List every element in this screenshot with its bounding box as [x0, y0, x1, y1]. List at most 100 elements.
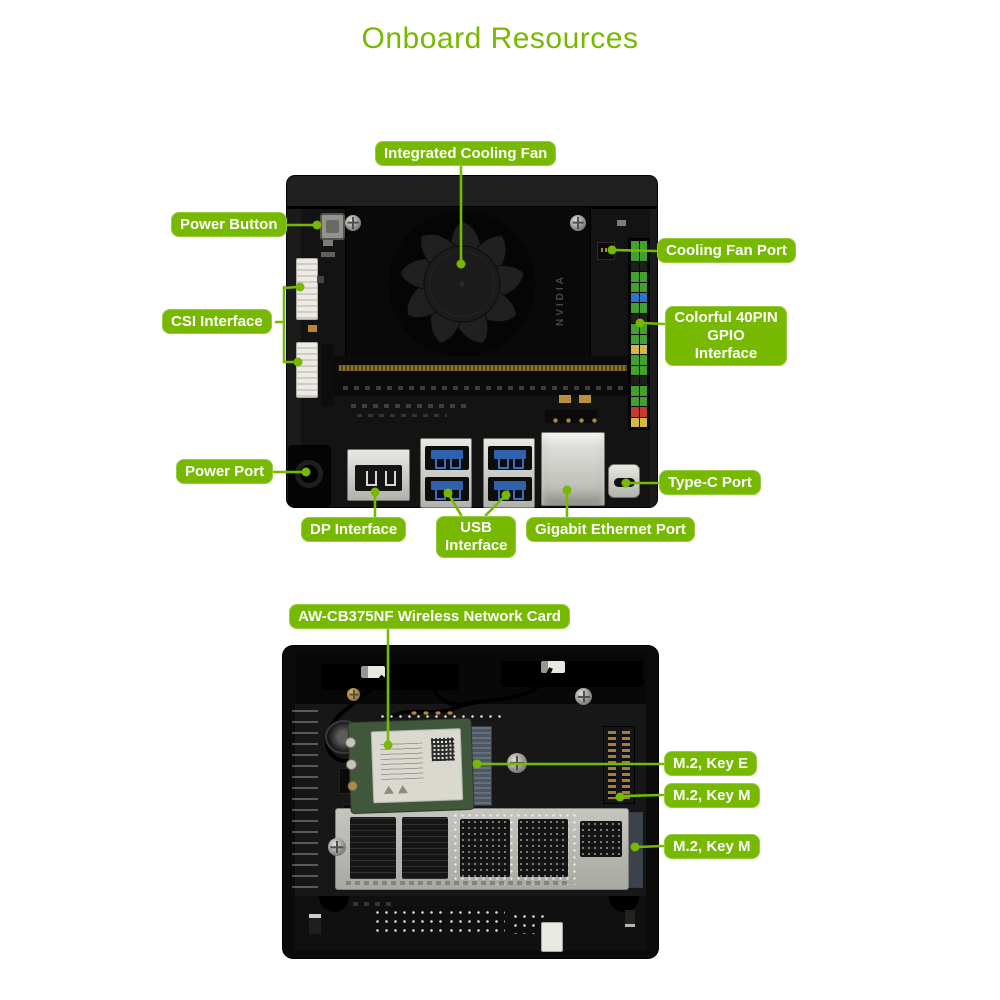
- sodimm-socket: [321, 344, 645, 406]
- label-text-lines: [380, 742, 424, 785]
- gpio-pin: [631, 334, 639, 344]
- bay-slot: [321, 664, 459, 690]
- gpio-pin: [631, 365, 639, 376]
- gpio-pin: [639, 396, 647, 407]
- caps-row: [346, 881, 570, 885]
- gpio-pin: [631, 407, 639, 417]
- screw: [347, 688, 360, 701]
- label-gigabit-ethernet-port: Gigabit Ethernet Port: [526, 517, 695, 542]
- m2-vertical-connector: [603, 726, 635, 804]
- white-connector: [541, 922, 563, 952]
- dp-pin: [385, 471, 396, 486]
- gpio-pin: [631, 344, 639, 355]
- gpio-pin: [631, 292, 639, 303]
- smd-part: [323, 240, 333, 246]
- bottom-board-photo: [283, 646, 658, 958]
- barrel-jack-hole: [295, 460, 323, 488]
- gold-pads: [408, 709, 456, 717]
- nand-chip: [402, 817, 448, 879]
- label-dp-interface: DP Interface: [301, 517, 407, 542]
- solder-dots: [373, 908, 443, 938]
- screw: [570, 215, 586, 231]
- usb-stack-1: [420, 438, 472, 508]
- gpio-pin: [639, 272, 647, 282]
- label-m2-key-m-1: M.2, Key M: [664, 783, 760, 808]
- label-power-port: Power Port: [176, 459, 274, 484]
- qr-code: [431, 737, 455, 762]
- pin-column: [622, 731, 630, 799]
- gpio-pin: [639, 251, 647, 261]
- standoff-notch: [319, 896, 349, 912]
- led-component: [308, 325, 317, 332]
- gpio-pin: [631, 251, 639, 261]
- gpio-pin: [631, 376, 639, 386]
- gpio-pin: [639, 407, 647, 417]
- gpio-pin: [639, 386, 647, 396]
- m2-ssd: [335, 808, 629, 890]
- power-port-barrel-jack: [288, 445, 331, 507]
- usb3-tab: [431, 481, 463, 500]
- usb-stack-2: [483, 438, 535, 508]
- gpio-pin: [631, 241, 639, 251]
- usb3-tab: [431, 450, 463, 469]
- nand-chip: [518, 819, 568, 877]
- smd-part: [625, 910, 635, 927]
- dp-pin: [366, 471, 377, 486]
- usb-port: [488, 477, 532, 501]
- gpio-pin: [639, 241, 647, 251]
- ufl-connector: [344, 736, 357, 749]
- antenna-connector-2: [541, 661, 565, 673]
- gpio-pin: [631, 303, 639, 313]
- gpio-pin: [639, 261, 647, 272]
- socket-latch-left: [321, 344, 334, 406]
- label-power-button: Power Button: [171, 212, 287, 237]
- case-right-wall: [650, 209, 657, 507]
- type-c-port-component: [608, 464, 640, 498]
- gpio-header: [628, 238, 650, 430]
- tantalum-cap: [559, 395, 571, 403]
- usb-port: [425, 477, 469, 501]
- page-title: Onboard Resources: [361, 22, 639, 55]
- warning-triangle-icon: [383, 785, 394, 794]
- smd-part: [617, 220, 626, 226]
- gpio-pin: [631, 261, 639, 272]
- standoff-screw: [507, 753, 527, 773]
- gpio-pin: [639, 292, 647, 303]
- ufl-connector: [347, 780, 358, 792]
- usb-port: [488, 446, 532, 470]
- fan-port-connector: [597, 242, 615, 260]
- nand-chip: [460, 819, 510, 877]
- silkscreen-column: [292, 710, 318, 888]
- gpio-pin: [631, 313, 639, 324]
- label-cooling-fan-port: Cooling Fan Port: [657, 238, 796, 263]
- label-integrated-cooling-fan: Integrated Cooling Fan: [375, 141, 557, 166]
- standoff-notch: [609, 896, 639, 912]
- nvidia-logo-text: NVIDIA: [555, 274, 566, 326]
- gpio-pin: [639, 282, 647, 292]
- card-shield-label: [370, 728, 464, 804]
- silkscreen-row: [357, 414, 447, 417]
- solder-dots: [511, 912, 545, 934]
- label-type-c-port: Type-C Port: [659, 470, 761, 495]
- ssd-controller: [580, 821, 622, 857]
- gpio-pin: [631, 355, 639, 365]
- nand-chip: [350, 817, 396, 879]
- screw: [345, 215, 361, 231]
- gpio-pin: [639, 355, 647, 365]
- gpio-pin: [631, 396, 639, 407]
- 4pin-header: [545, 410, 597, 423]
- gpio-pin: [639, 365, 647, 376]
- gpio-pin: [639, 417, 647, 427]
- label-csi-interface: CSI Interface: [162, 309, 272, 334]
- screw: [575, 688, 592, 705]
- cooling-fan: [388, 210, 536, 358]
- wireless-network-card: [344, 717, 475, 815]
- gpio-pin: [639, 303, 647, 313]
- bay-slot: [501, 661, 643, 687]
- smd-part: [309, 914, 321, 934]
- usb3-tab: [494, 450, 526, 469]
- gpio-pin: [631, 272, 639, 282]
- gpio-pin: [639, 324, 647, 334]
- tantalum-cap: [579, 395, 591, 403]
